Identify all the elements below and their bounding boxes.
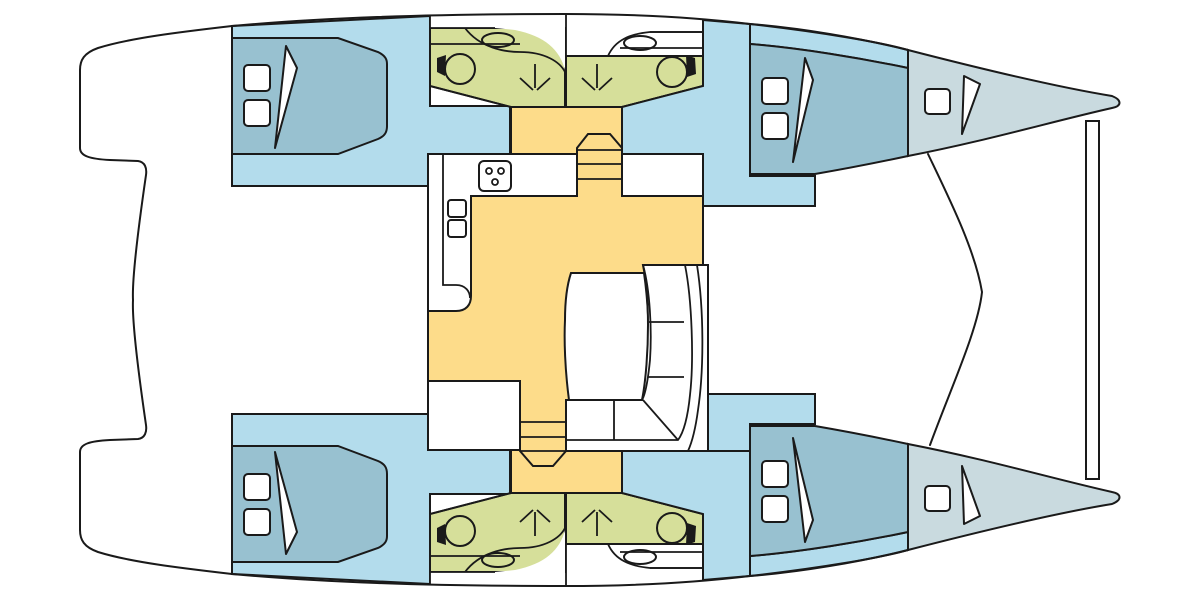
pillow-icon xyxy=(243,99,271,127)
aft-cockpit xyxy=(79,25,233,575)
counter-fwd xyxy=(621,153,704,197)
hatch-icon xyxy=(792,57,814,163)
forward-crossbeam xyxy=(1085,120,1100,480)
sink-icon xyxy=(447,199,467,218)
top-hull xyxy=(231,13,1121,207)
hatch-icon xyxy=(274,45,298,149)
sink-icon xyxy=(623,35,657,51)
cabin-aft-top xyxy=(231,37,388,155)
hatch-icon xyxy=(961,75,981,135)
pillow-icon xyxy=(243,64,271,92)
trampoline xyxy=(927,153,983,446)
galley xyxy=(427,153,578,312)
stove-icon xyxy=(478,160,512,192)
shower-icon xyxy=(519,64,551,91)
cabin-aft-bottom xyxy=(231,445,388,563)
shower-icon xyxy=(581,64,613,91)
saloon xyxy=(427,133,816,467)
pillow-icon xyxy=(924,88,951,115)
cabin-fwd-top-berth xyxy=(749,42,909,175)
dinette xyxy=(563,264,709,452)
companionway-steps-top xyxy=(576,133,623,196)
bow-peak-top xyxy=(907,48,1121,158)
nav-station xyxy=(427,380,521,451)
sink-icon xyxy=(481,32,515,48)
sink-icon xyxy=(447,219,467,238)
bottom-hull xyxy=(231,393,1121,587)
passage-fwd-bottom-ext xyxy=(707,393,816,452)
dinette-seat xyxy=(565,264,709,452)
pillow-icon xyxy=(761,112,789,140)
pillow-icon xyxy=(761,77,789,105)
companionway-steps-bottom xyxy=(519,420,567,467)
dinette-table xyxy=(563,272,650,401)
